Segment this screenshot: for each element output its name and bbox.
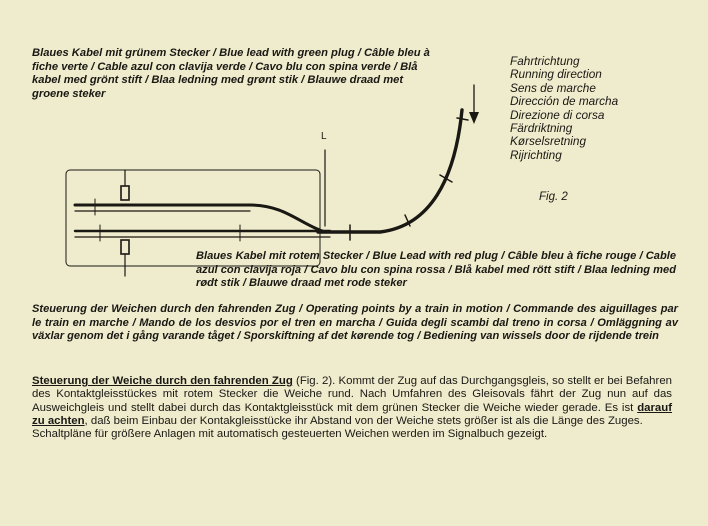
direction-label: Kørselsretning <box>510 134 587 149</box>
curve-track <box>316 108 464 234</box>
direction-label: Sens de marche <box>510 80 596 95</box>
body-paragraph-2: Schaltpläne für größere Anlagen mit auto… <box>32 428 548 441</box>
track-oval-outline <box>65 169 321 267</box>
figure-label: Fig. 2 <box>539 191 568 203</box>
green-lead-label: Blaues Kabel mit grünem Stecker / Blue l… <box>32 47 430 100</box>
sleeper <box>404 214 411 227</box>
emphasis: darauf zu achten <box>32 401 672 427</box>
direction-label: Fahrtrichtung <box>510 54 580 68</box>
sleeper <box>456 117 469 121</box>
direction-label: Färdriktning <box>510 121 573 136</box>
direction-label: Dirección de marcha <box>510 94 619 109</box>
direction-arrow-head <box>469 112 479 124</box>
red-lead-label: Blaues Kabel mit rotem Stecker / Blue Le… <box>196 250 676 289</box>
body-text-part: , daß beim Einbau der Kontakgleisstücke … <box>84 414 643 427</box>
direction-label: Rijrichting <box>510 147 562 162</box>
green-plug <box>120 185 130 201</box>
body-heading: Steuerung der Weiche durch den fahrenden… <box>32 375 293 387</box>
direction-label: Running direction <box>510 67 602 82</box>
direction-label: Direzione di corsa <box>510 107 605 122</box>
siding-curve <box>248 203 327 234</box>
body-paragraph: Steuerung der Weiche durch den fahrenden… <box>32 375 672 428</box>
body-text: Steuerung der Weiche durch den fahrenden… <box>32 375 672 441</box>
body-text-part: Kommt der Zug auf das Durchgangsgleis, s… <box>32 375 672 414</box>
figure-caption: Steuerung der Weichen durch den fahrende… <box>32 303 678 342</box>
point-label-l: L <box>321 131 327 142</box>
red-plug <box>120 239 130 255</box>
running-direction-labels: Fahrtrichtung Running direction Sens de … <box>510 54 680 162</box>
figure-reference: (Fig. 2). <box>292 375 339 387</box>
sleeper <box>439 174 453 183</box>
